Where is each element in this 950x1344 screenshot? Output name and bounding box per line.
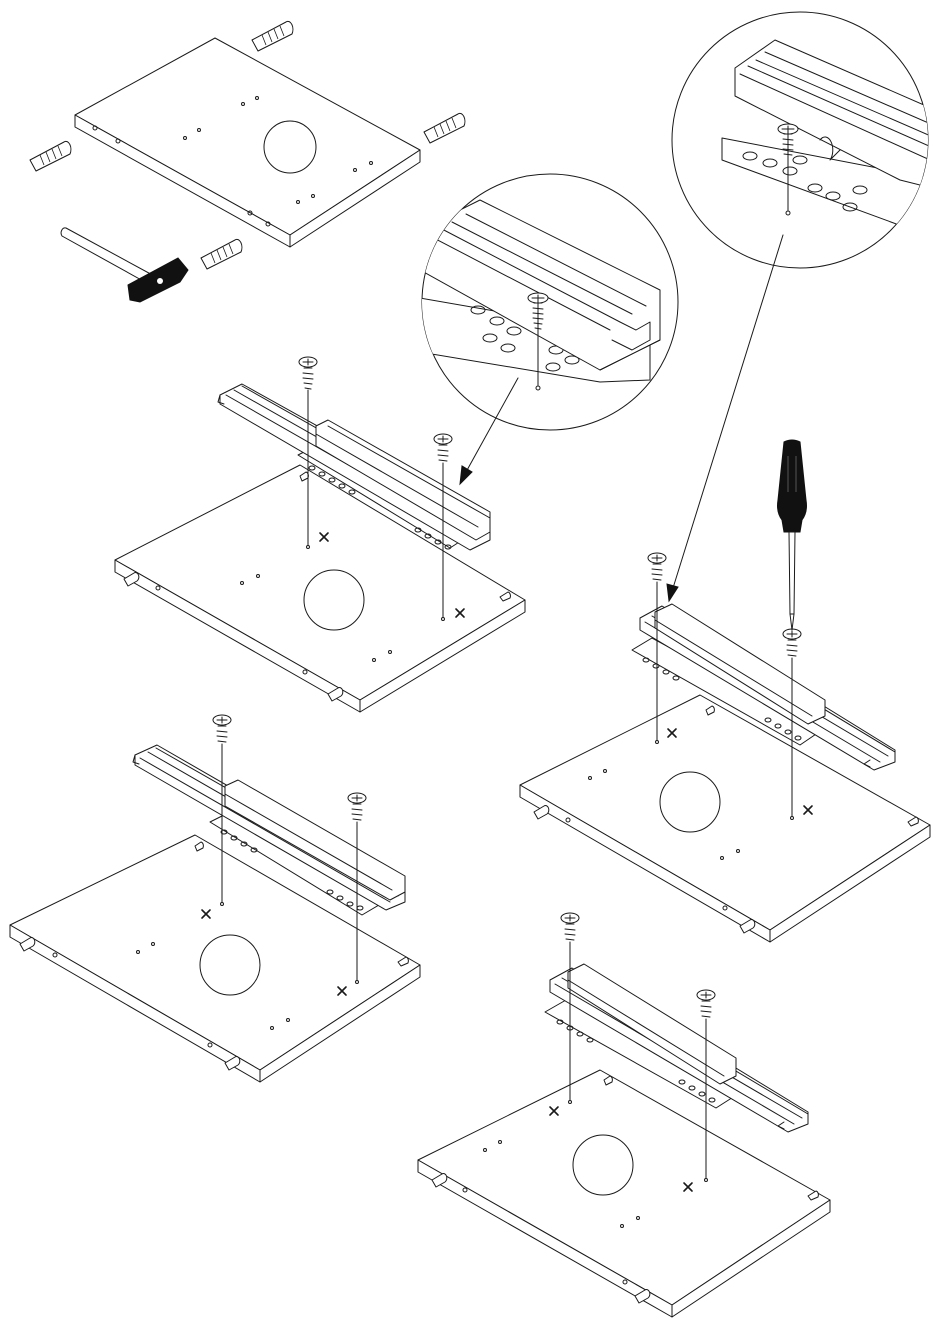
screwdriver-icon (778, 440, 807, 630)
step-runner-variant-right (418, 913, 830, 1317)
dowel-pin (201, 239, 242, 269)
dowel-pin (252, 21, 293, 51)
dowel-pin (30, 141, 71, 171)
magnifier-detail-left (420, 174, 678, 430)
arrow-to-step-right (667, 235, 783, 601)
panel-board (75, 38, 420, 247)
step-insert-dowels (30, 21, 465, 302)
magnifier-detail-right (672, 12, 940, 268)
hammer-icon (61, 228, 188, 302)
step-attach-runner-left (115, 357, 525, 712)
step-attach-runner-right (520, 440, 930, 942)
dowel-pin (424, 113, 465, 143)
panel-board (520, 695, 930, 942)
step-runner-variant-left (10, 715, 420, 1082)
